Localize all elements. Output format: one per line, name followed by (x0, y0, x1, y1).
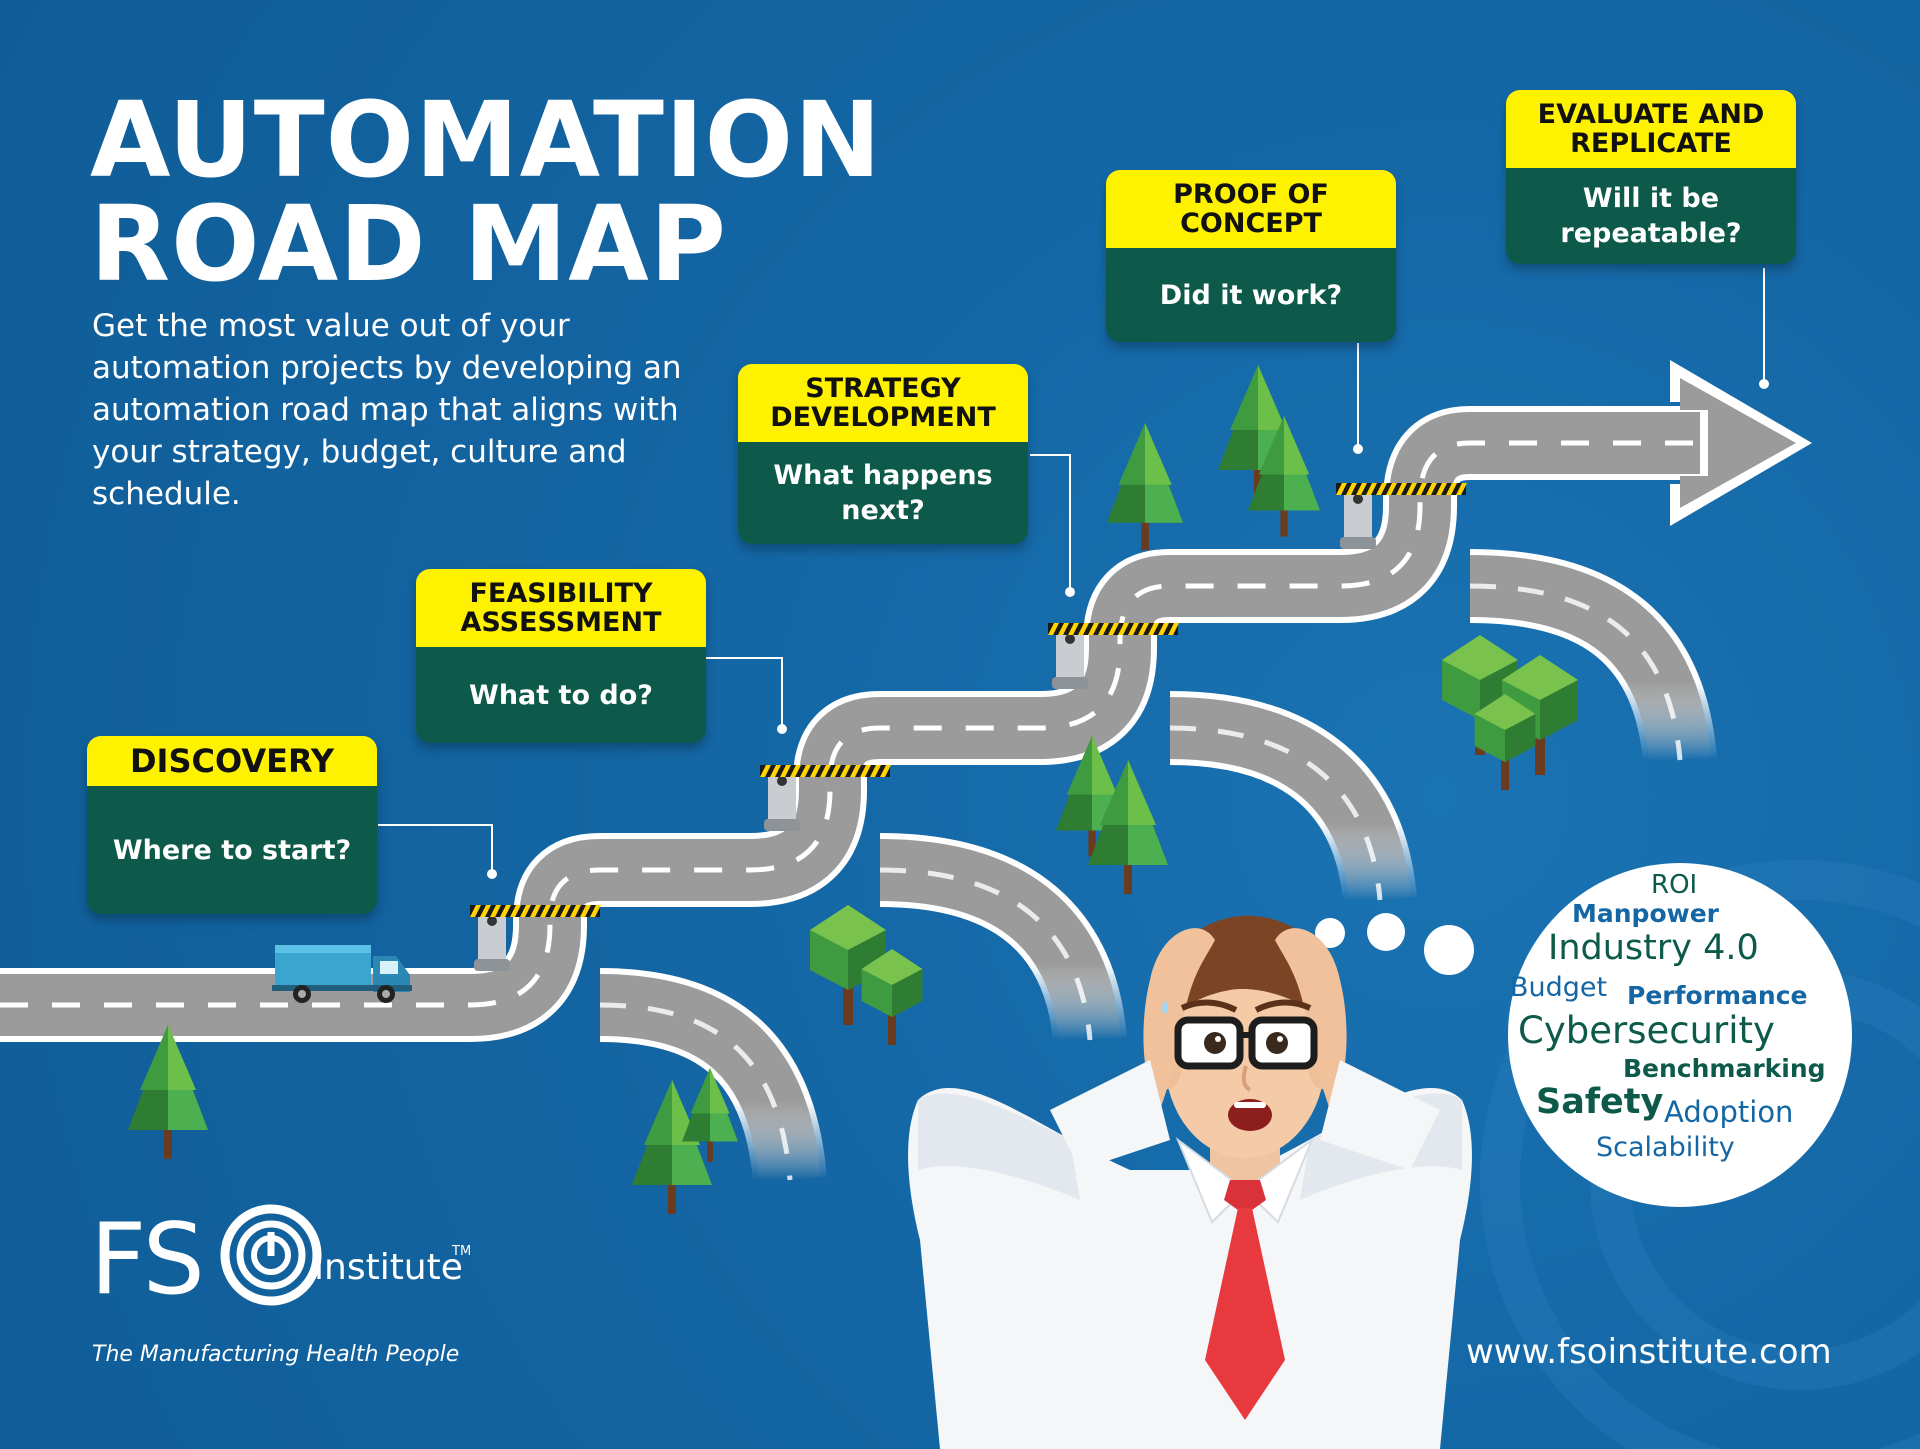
stage-question: What to do? (469, 679, 653, 711)
thought-bubble (1508, 863, 1852, 1207)
stage-question: Did it work? (1159, 279, 1343, 311)
stage-card-evaluate-replicate: EVALUATE AND REPLICATE Will it be repeat… (1506, 90, 1796, 264)
logo-wordmark: FS (90, 1203, 205, 1317)
stage-title: PROOF OF CONCEPT (1173, 179, 1329, 239)
word-adoption: Adoption (1664, 1095, 1794, 1129)
intro-text: Get the most value out of your automatio… (92, 308, 682, 512)
word-benchmarking: Benchmarking (1623, 1054, 1826, 1083)
word-safety: Safety (1536, 1082, 1664, 1122)
stage-title: STRATEGY DEVELOPMENT (770, 373, 996, 433)
stage-card-proof-of-concept: PROOF OF CONCEPT Did it work? (1106, 170, 1396, 342)
stage-card-discovery: DISCOVERY Where to start? (87, 736, 377, 914)
word-performance: Performance (1627, 981, 1808, 1010)
pine-tree (1088, 760, 1168, 894)
logo-trademark: TM (452, 1244, 472, 1259)
word-cybersecurity: Cybersecurity (1518, 1009, 1775, 1052)
barrier-gate (1336, 483, 1467, 549)
barrier-gates (470, 483, 1467, 971)
logo-tagline: The Manufacturing Health People (92, 1342, 460, 1367)
road-tail-1 (599, 968, 827, 1184)
stage-card-feasibility: FEASIBILITY ASSESSMENT What to do? (416, 569, 706, 743)
stage-title: FEASIBILITY ASSESSMENT (460, 578, 662, 638)
word-roi: ROI (1651, 870, 1698, 900)
word-manpower: Manpower (1572, 899, 1719, 928)
word-industry: Industry 4.0 (1548, 928, 1759, 968)
website-url: www.fsoinstitute.com (1466, 1332, 1832, 1372)
road-tail-2 (879, 833, 1127, 1044)
title-line-2: ROAD MAP (90, 183, 727, 305)
stage-card-strategy: STRATEGY DEVELOPMENT What happens next? (738, 364, 1028, 544)
title-line-1: AUTOMATION (90, 79, 883, 201)
logo-target-icon (220, 1204, 322, 1306)
connector-dots (487, 379, 1769, 879)
road-tail-3 (1169, 691, 1417, 904)
stage-question: Where to start? (112, 834, 352, 866)
round-tree (1474, 694, 1536, 790)
word-scalability: Scalability (1596, 1132, 1735, 1163)
trees (128, 365, 1578, 1214)
word-budget: Budget (1510, 972, 1608, 1003)
pine-tree (128, 1025, 208, 1159)
barrier-gate (470, 905, 601, 971)
barrier-gate (1048, 623, 1179, 689)
barrier-gate (760, 765, 891, 831)
round-tree (861, 949, 923, 1045)
pine-tree (1107, 423, 1183, 551)
connector-lines (378, 268, 1765, 872)
road-arrow-head (1670, 360, 1812, 526)
truck (272, 945, 412, 1003)
stage-title: EVALUATE AND REPLICATE (1537, 99, 1765, 159)
road-tail-4 (1469, 549, 1717, 764)
stage-title: DISCOVERY (129, 741, 335, 780)
stage-question: Will it be repeatable? (1560, 183, 1742, 249)
page-title: AUTOMATION ROAD MAP (90, 88, 882, 296)
stage-question: What happens next? (773, 460, 993, 526)
round-tree (1502, 655, 1578, 775)
worried-man (908, 915, 1472, 1449)
logo-institute-text: institute (314, 1247, 463, 1288)
